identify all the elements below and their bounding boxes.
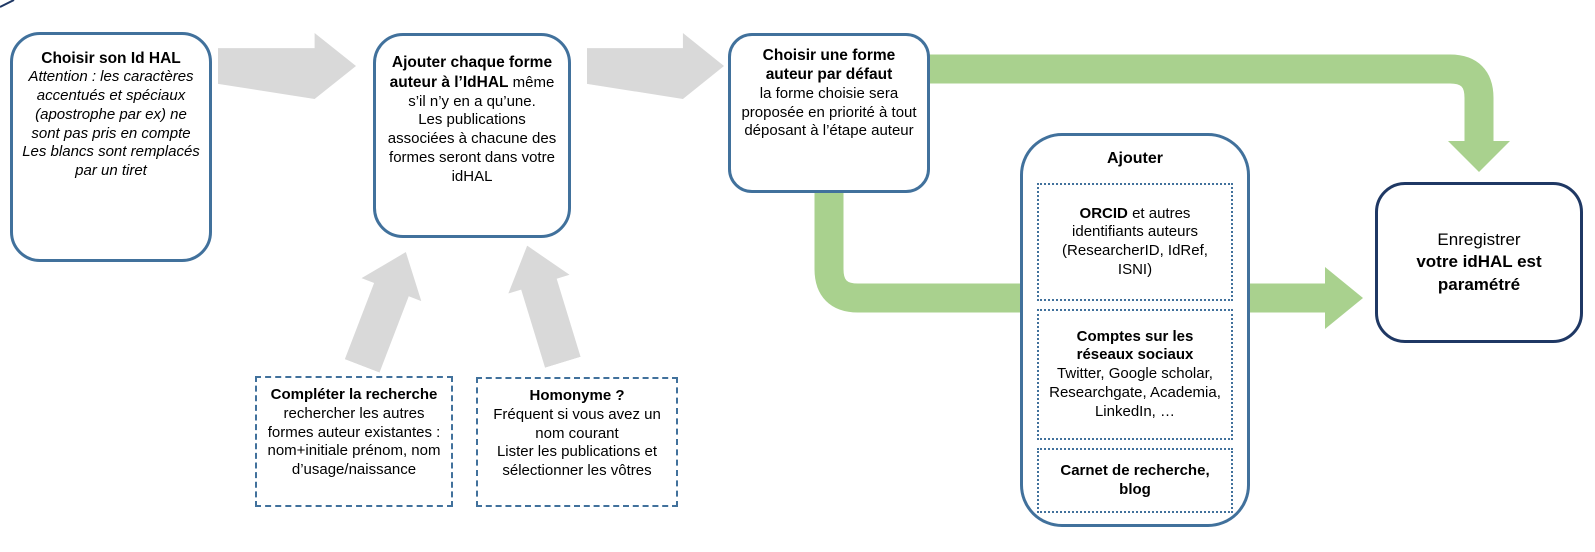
box-orcid-bold: ORCID [1079, 204, 1128, 222]
box-homonyme-text1: Fréquent si vous avez un nom courant [493, 405, 661, 442]
corner-artifact [0, 0, 15, 8]
box-completer-recherche-text: rechercher les autres formes auteur exis… [267, 404, 441, 478]
box-carnet-blog: Carnet de recherche, blog [1037, 448, 1233, 513]
box-choisir-id-hal-note1: Attention : les caractères accentués et … [28, 68, 194, 142]
box-ajouter-forme: Ajouter chaque forme auteur à l’IdHAL mê… [373, 33, 571, 238]
box-choisir-id-hal: Choisir son Id HAL Attention : les carac… [10, 32, 212, 262]
box-homonyme-text2: Lister les publications et sélectionner … [496, 443, 658, 479]
green-arrow-bottom [814, 190, 1363, 329]
box-ajouter-forme-text: Ajouter chaque forme auteur à l’IdHAL mê… [389, 54, 555, 110]
box-orcid-text: ORCID et autres identifiants auteurs (Re… [1062, 204, 1208, 278]
box-reseaux-sociaux-text: Twitter, Google scholar, Researchgate, A… [1049, 365, 1221, 420]
box-forme-defaut-text: la forme choisie sera proposée en priori… [741, 84, 917, 140]
box-enregistrer: Enregistrer votre idHAL est paramétré [1375, 182, 1583, 343]
box-choisir-id-hal-title: Choisir son Id HAL [41, 50, 181, 67]
box-completer-recherche-title: Compléter la recherche [270, 386, 438, 403]
box-orcid: ORCID et autres identifiants auteurs (Re… [1037, 183, 1233, 301]
box-completer-recherche: Compléter la recherche rechercher les au… [255, 376, 453, 507]
box-carnet-blog-title: Carnet de recherche, blog [1060, 461, 1210, 498]
box-enregistrer-line1: Enregistrer [1437, 230, 1521, 250]
box-enregistrer-line2: votre idHAL est paramétré [1416, 252, 1542, 294]
box-homonyme: Homonyme ? Fréquent si vous avez un nom … [476, 377, 678, 507]
box-reseaux-sociaux: Comptes sur les réseaux sociaux Twitter,… [1037, 309, 1233, 440]
box-homonyme-title: Homonyme ? [529, 387, 625, 404]
box-choisir-id-hal-note2: Les blancs sont remplacés par un tiret [22, 143, 200, 180]
box-forme-defaut: Choisir une forme auteur par défaut la f… [728, 33, 930, 193]
box-reseaux-sociaux-title: Comptes sur les réseaux sociaux [1076, 327, 1194, 364]
panel-ajouter-title: Ajouter [1107, 150, 1163, 167]
box-forme-defaut-title: Choisir une forme auteur par défaut [762, 47, 896, 84]
box-ajouter-forme-rest: Les publications associées à chacune des… [387, 111, 557, 185]
box-ajouter-forme-title: Ajouter chaque forme auteur à l’IdHAL [389, 54, 553, 91]
green-arrow-top [922, 54, 1510, 172]
panel-ajouter: Ajouter ORCID et autres identifiants aut… [1020, 133, 1250, 527]
